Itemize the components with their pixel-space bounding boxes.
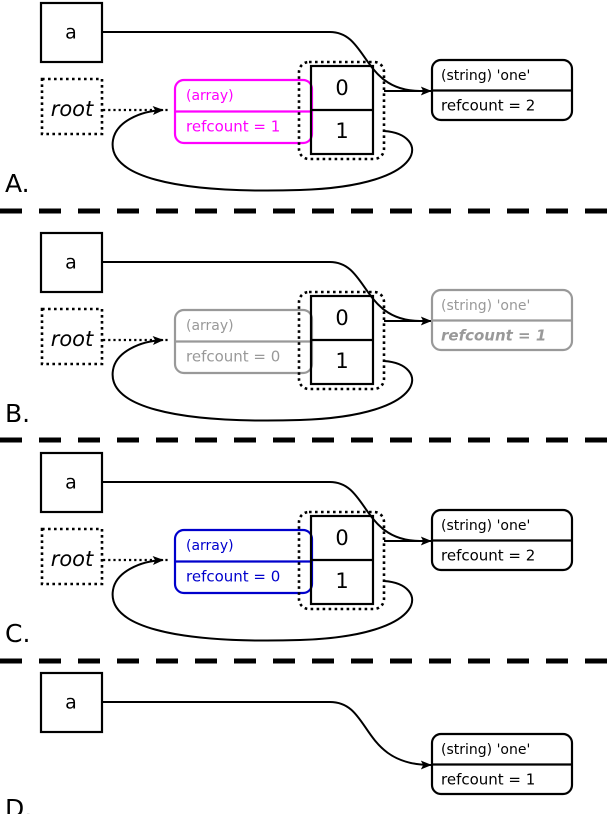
array-type-label: (array) xyxy=(186,88,234,104)
string-node[interactable]: (string) 'one' refcount = 1 xyxy=(430,732,574,796)
edge-a-to-string xyxy=(102,31,421,92)
panel-label-c: C. xyxy=(5,619,30,648)
array-refcount-label: refcount = 0 xyxy=(186,348,280,366)
array-node[interactable]: (array) refcount = 0 xyxy=(173,308,314,375)
panel-label-b: B. xyxy=(5,399,30,428)
array-cell-0-index[interactable]: 0 xyxy=(335,76,348,100)
array-refcount-label: refcount = 1 xyxy=(186,118,280,136)
variable-box-a[interactable]: a xyxy=(39,451,104,514)
panel-label-a: A. xyxy=(5,169,30,198)
variable-box-a[interactable]: a xyxy=(39,231,104,294)
string-type-label: (string) 'one' xyxy=(441,518,530,534)
panel-a: a root (array) refcount = 1 0 1 (string)… xyxy=(5,1,574,198)
string-refcount-label: refcount = 1 xyxy=(441,327,546,345)
variable-label: a xyxy=(65,22,77,44)
edge-cell1-selfloop xyxy=(111,105,414,192)
string-type-label: (string) 'one' xyxy=(441,742,530,758)
array-cells: 0 1 xyxy=(297,510,386,611)
edge-a-to-string xyxy=(102,261,421,322)
variable-box-a[interactable]: a xyxy=(39,1,104,64)
edge-cell1-selfloop xyxy=(111,555,414,642)
string-node[interactable]: (string) 'one' refcount = 1 xyxy=(430,288,574,352)
variable-label: a xyxy=(65,472,77,494)
panel-d: a (string) 'one' refcount = 1 D. xyxy=(5,671,574,814)
root-box[interactable]: root xyxy=(40,77,104,136)
array-node[interactable]: (array) refcount = 1 xyxy=(173,78,314,145)
array-refcount-label: refcount = 0 xyxy=(186,568,280,586)
root-box[interactable]: root xyxy=(40,527,104,586)
array-type-label: (array) xyxy=(186,318,234,334)
root-label: root xyxy=(51,327,94,351)
array-cells: 0 1 xyxy=(297,60,386,161)
root-box[interactable]: root xyxy=(40,307,104,366)
variable-label: a xyxy=(65,252,77,274)
array-cell-1-index[interactable]: 1 xyxy=(335,119,348,143)
string-node[interactable]: (string) 'one' refcount = 2 xyxy=(430,58,574,122)
array-cells: 0 1 xyxy=(297,290,386,391)
array-cell-1-index[interactable]: 1 xyxy=(335,349,348,373)
array-type-label: (array) xyxy=(186,538,234,554)
string-refcount-label: refcount = 2 xyxy=(441,547,535,565)
panel-b: a root (array) refcount = 0 0 1 (string)… xyxy=(5,231,574,428)
array-node[interactable]: (array) refcount = 0 xyxy=(173,528,314,595)
root-label: root xyxy=(51,547,94,571)
variable-box-a[interactable]: a xyxy=(39,671,104,734)
string-refcount-label: refcount = 2 xyxy=(441,97,535,115)
array-cell-0-index[interactable]: 0 xyxy=(335,526,348,550)
string-node[interactable]: (string) 'one' refcount = 2 xyxy=(430,508,574,572)
array-cell-0-index[interactable]: 0 xyxy=(335,306,348,330)
string-type-label: (string) 'one' xyxy=(441,298,530,314)
edge-a-to-string xyxy=(102,481,421,542)
edge-a-to-string xyxy=(102,701,432,770)
edge-cell1-selfloop xyxy=(111,335,414,422)
panel-label-d: D. xyxy=(5,794,32,814)
string-refcount-label: refcount = 1 xyxy=(441,771,535,789)
string-type-label: (string) 'one' xyxy=(441,68,530,84)
variable-label: a xyxy=(65,692,77,714)
panel-c: a root (array) refcount = 0 0 1 (string)… xyxy=(5,451,574,648)
root-label: root xyxy=(51,97,94,121)
array-cell-1-index[interactable]: 1 xyxy=(335,569,348,593)
